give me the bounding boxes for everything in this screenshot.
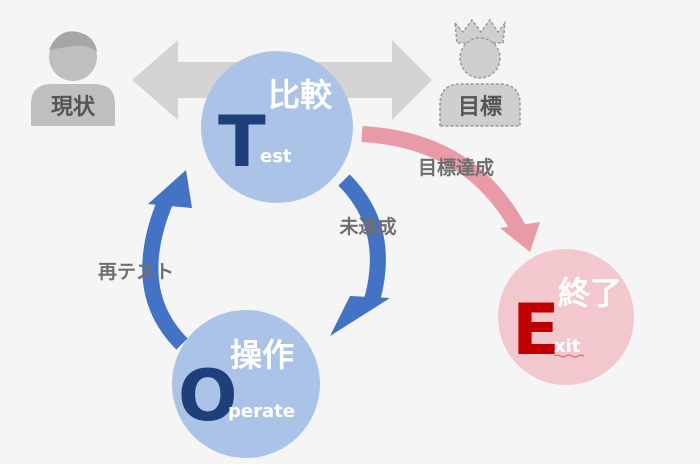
test-node <box>201 51 353 203</box>
exit-node-word: xit <box>554 336 581 357</box>
operate-node <box>172 310 320 458</box>
exit-node-title: 終了 <box>558 274 622 312</box>
exit-node <box>498 249 634 385</box>
current-state-label: 現状 <box>51 95 96 120</box>
test-to-operate-arrowhead <box>330 296 390 336</box>
current-person-icon <box>31 31 115 126</box>
test-to-operate-arrow <box>338 174 386 303</box>
exit-word-underline <box>553 354 585 358</box>
operate-to-test-arrowhead <box>148 170 192 208</box>
test-to-exit-arrowhead <box>500 222 540 252</box>
test-to-operate-label: 未達成 <box>338 215 396 238</box>
exit-node-letter: E <box>512 289 560 371</box>
test-node-letter: T <box>218 101 266 183</box>
test-node-title: 比較 <box>268 76 333 114</box>
goal-state-label: 目標 <box>458 95 502 120</box>
operate-node-word: perate <box>228 401 295 422</box>
operate-to-test-arrow <box>142 196 188 350</box>
goal-crowned-person-icon <box>439 18 521 127</box>
operate-node-title: 操作 <box>230 336 294 374</box>
operate-node-letter: O <box>178 355 238 437</box>
test-to-exit-label: 目標達成 <box>418 156 494 179</box>
test-node-word: est <box>260 146 292 167</box>
operate-to-test-label: 再テスト <box>98 261 174 283</box>
test-to-exit-arrow <box>361 126 526 232</box>
